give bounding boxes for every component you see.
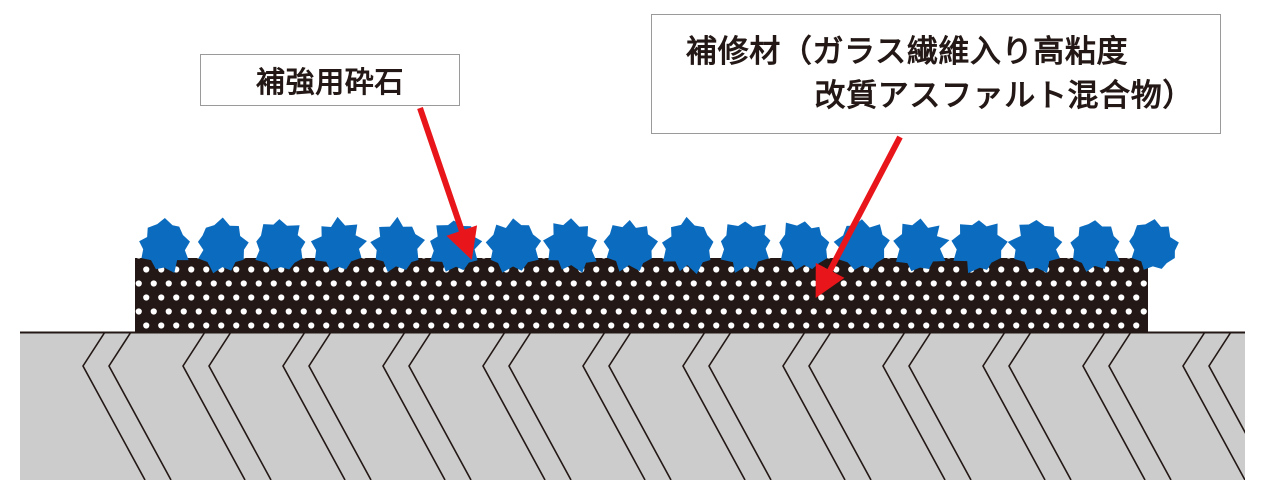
crushed-stone-particle [139,217,190,273]
arrow-to-crushed-stone [417,107,478,261]
substrate-crack-line [1208,332,1245,434]
substrate-crack-line [708,332,772,480]
substrate-crack-line [1008,332,1072,480]
label-text-repair-material-line1: 補修材（ガラス繊維入り高粘度 [686,33,1129,70]
label-box-repair-material: 補修材（ガラス繊維入り高粘度 改質アスファルト混合物） [651,14,1221,134]
substrate-layer [20,331,1245,480]
repair-material-layer [135,258,1148,332]
crushed-stone-particle [543,218,597,273]
substrate-crack-line [282,332,346,480]
leader-arrows [417,107,903,298]
substrate-crack-line [982,332,1046,480]
substrate-crack-line [82,332,146,480]
crushed-stone-particle [1007,220,1063,273]
crushed-stone-particle [951,220,1008,274]
substrate-crack-line [908,332,972,480]
crushed-stone-particle [1070,220,1121,272]
repair-material-fill [135,258,1148,332]
label-box-crushed-stone: 補強用砕石 [200,54,460,106]
crushed-stone-particle [255,219,306,270]
substrate-crack-line [782,332,846,480]
arrow-to-repair-material [815,135,903,298]
substrate-crack-line [482,332,546,480]
substrate-crack-line [808,332,872,480]
substrate-crack-line [408,332,472,480]
substrate-crack-line [108,332,172,480]
substrate-crack-line [882,332,946,480]
crushed-stone-particle [485,218,542,273]
substrate-crack-line [308,332,372,480]
crushed-stone-particle [1129,219,1179,270]
crushed-stone-particle [310,216,367,271]
substrate-crack-chevrons [82,332,1245,480]
crushed-stone-particle [603,219,659,272]
substrate-crack-line [1108,332,1172,480]
substrate-crack-line [1182,332,1245,480]
crushed-stone-particle [720,221,771,273]
crushed-stone-particle [661,216,714,275]
crushed-stone-particle [779,221,830,270]
substrate-crack-line [682,332,746,480]
substrate-crack-line [1082,332,1146,480]
label-text-repair-material-line2: 改質アスファルト混合物） [814,78,1194,114]
crushed-stone-particle [197,217,249,274]
crushed-stone-particle [893,218,950,272]
label-text-crushed-stone: 補強用砕石 [256,65,404,99]
substrate-crack-line [608,332,672,480]
substrate-crack-line [208,332,272,480]
substrate-crack-line [182,332,246,480]
substrate-crack-line [508,332,572,480]
crushed-stone-particle [370,216,425,273]
substrate-crack-line [582,332,646,480]
crushed-stone-aggregate-group [139,216,1179,275]
substrate-crack-line [382,332,446,480]
substrate-fill [20,332,1245,480]
